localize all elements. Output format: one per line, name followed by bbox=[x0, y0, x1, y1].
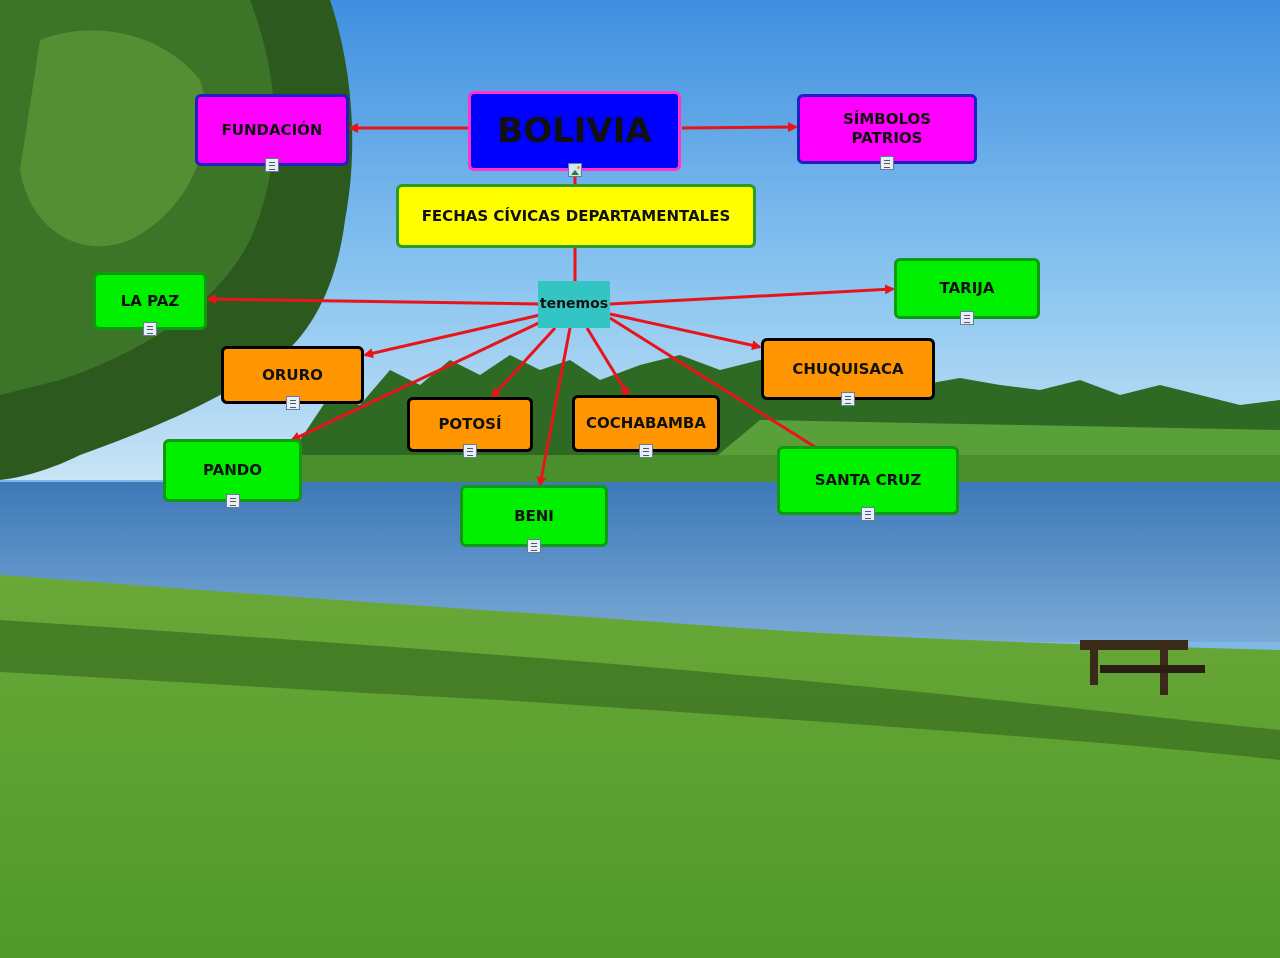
document-note-icon[interactable] bbox=[143, 322, 157, 336]
node-simbolos-patrios[interactable]: SÍMBOLOS PATRIOS bbox=[797, 94, 977, 170]
node-fechas-civicas[interactable]: FECHAS CÍVICAS DEPARTAMENTALES bbox=[396, 184, 756, 248]
root-node-bolivia[interactable]: BOLIVIA bbox=[468, 91, 681, 177]
document-note-icon[interactable] bbox=[639, 444, 653, 458]
la-paz-label: LA PAZ bbox=[120, 291, 180, 310]
node-chuquisaca[interactable]: CHUQUISACA bbox=[761, 338, 935, 406]
arrow-to-oruro bbox=[363, 313, 541, 359]
arrow-to-la-paz bbox=[206, 294, 539, 306]
node-tenemos[interactable]: tenemos bbox=[538, 281, 610, 328]
potosi-label: POTOSÍ bbox=[438, 415, 502, 434]
node-oruro[interactable]: ORURO bbox=[221, 346, 364, 410]
node-potosi[interactable]: POTOSÍ bbox=[407, 397, 533, 458]
document-note-icon[interactable] bbox=[861, 507, 875, 521]
document-note-icon[interactable] bbox=[463, 444, 477, 458]
arrow-to-simbolos bbox=[681, 122, 798, 133]
chuquisaca-label: CHUQUISACA bbox=[792, 359, 904, 378]
document-note-icon[interactable] bbox=[285, 396, 300, 410]
arrow-to-potosi bbox=[490, 326, 557, 399]
tenemos-label: tenemos bbox=[539, 295, 609, 312]
arrow-to-pando bbox=[290, 318, 546, 442]
oruro-label: ORURO bbox=[262, 365, 323, 384]
node-fundacion[interactable]: FUNDACIÓN bbox=[195, 94, 349, 172]
document-note-icon[interactable] bbox=[225, 494, 240, 508]
document-note-icon[interactable] bbox=[265, 158, 279, 172]
arrow-to-chuquisaca bbox=[609, 312, 762, 351]
fundacion-label: FUNDACIÓN bbox=[221, 120, 323, 139]
pando-label: PANDO bbox=[203, 461, 262, 480]
root-label: BOLIVIA bbox=[497, 110, 652, 151]
arrow-to-beni bbox=[536, 327, 572, 487]
node-beni[interactable]: BENI bbox=[460, 485, 608, 553]
cochabamba-label: COCHABAMBA bbox=[586, 414, 706, 433]
santa-cruz-label: SANTA CRUZ bbox=[814, 471, 922, 490]
beni-label: BENI bbox=[514, 506, 554, 525]
document-note-icon[interactable] bbox=[960, 311, 974, 325]
arrow-to-tarija bbox=[609, 284, 895, 306]
node-cochabamba[interactable]: COCHABAMBA bbox=[572, 395, 720, 458]
node-la-paz[interactable]: LA PAZ bbox=[93, 272, 207, 336]
line-to-santa-cruz bbox=[609, 316, 816, 449]
node-pando[interactable]: PANDO bbox=[163, 439, 302, 508]
node-santa-cruz[interactable]: SANTA CRUZ bbox=[777, 446, 959, 521]
image-icon[interactable] bbox=[567, 163, 582, 177]
document-note-icon[interactable] bbox=[527, 539, 541, 553]
fechas-label: FECHAS CÍVICAS DEPARTAMENTALES bbox=[421, 206, 731, 225]
node-tarija[interactable]: TARIJA bbox=[894, 258, 1040, 325]
simbolos-label: SÍMBOLOS PATRIOS bbox=[842, 110, 932, 147]
tarija-label: TARIJA bbox=[939, 279, 995, 298]
arrow-to-cochabamba bbox=[585, 327, 630, 397]
document-note-icon[interactable] bbox=[841, 392, 855, 406]
document-note-icon[interactable] bbox=[880, 156, 894, 170]
